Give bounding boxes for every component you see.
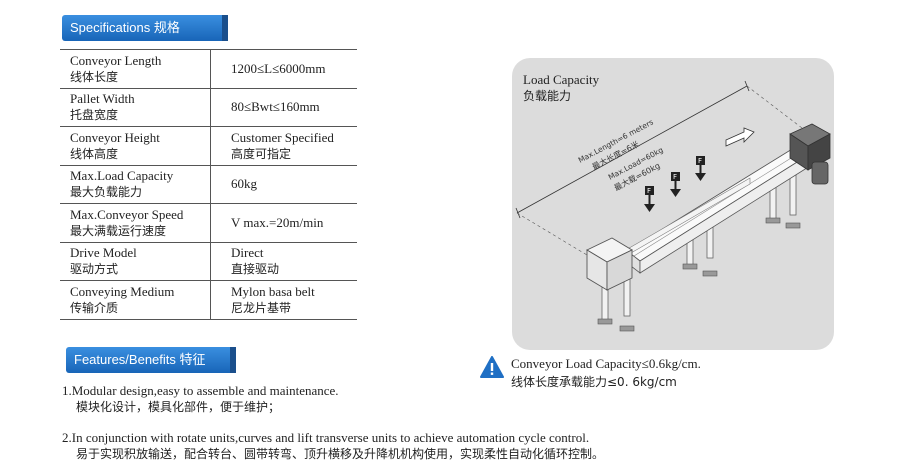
spec-label-en: Conveying Medium <box>70 283 175 299</box>
load-note-cn: 线体长度承载能力≤0. 6kg/cm <box>511 375 677 389</box>
diagram-title-en: Load Capacity <box>523 72 600 87</box>
force-arrow-icon: F <box>695 156 706 181</box>
spec-value-cn: 直接驱动 <box>231 262 280 277</box>
features-section-tag: Features/Benefits 特征 <box>66 347 236 373</box>
feature-item: 1.Modular design,easy to assemble and ma… <box>62 383 339 415</box>
spec-label-en: Max.Conveyor Speed <box>70 206 184 222</box>
load-note-en: Conveyor Load Capacity≤0.6kg/cm. <box>511 356 701 371</box>
feature-item: 2.In conjunction with rotate units,curve… <box>62 430 604 462</box>
force-arrow-icon: F <box>644 186 655 212</box>
spec-value-en: 80≤Bwt≤160mm <box>231 99 320 115</box>
spec-value-en: Direct <box>231 245 264 261</box>
feature-text-cn: 易于实现积放输送，配合转台、圆带转弯、顶升横移及升降机机构使用，实现柔性自动化循… <box>76 447 605 461</box>
spec-label-en: Conveyor Length <box>70 52 162 68</box>
spec-label-cn: 驱动方式 <box>70 262 119 277</box>
conveyor-illustration: Max.Length=6 meters 最大长度=6米 Max.Load=60k… <box>515 80 831 332</box>
feature-text-en: 1.Modular design,easy to assemble and ma… <box>62 383 339 398</box>
svg-text:F: F <box>647 187 651 195</box>
direction-arrow-icon <box>725 127 755 147</box>
spec-value-en: V max.=20m/min <box>231 214 324 230</box>
spec-label-en: Pallet Width <box>70 91 135 107</box>
spec-value-en: Mylon basa belt <box>231 283 315 299</box>
spec-label-cn: 线体长度 <box>70 69 119 84</box>
specifications-section-tag: Specifications 规格 <box>62 15 228 41</box>
spec-label-cn: 托盘宽度 <box>70 108 119 123</box>
feature-text-en: 2.In conjunction with rotate units,curve… <box>62 430 590 445</box>
spec-value-en: 60kg <box>231 176 257 192</box>
spec-label-en: Conveyor Height <box>70 129 160 145</box>
force-arrow-icon: F <box>670 172 681 197</box>
spec-label-cn: 最大满载运行速度 <box>70 223 167 238</box>
feature-text-cn: 模块化设计，模具化部件，便于维护； <box>76 400 281 414</box>
spec-value-en: Customer Specified <box>231 129 334 145</box>
load-capacity-diagram: Load Capacity 负载能力 Max.Length=6 meters 最… <box>512 58 834 350</box>
svg-text:F: F <box>673 173 677 181</box>
spec-label-en: Max.Load Capacity <box>70 168 174 184</box>
spec-value-cn: 高度可指定 <box>231 146 292 161</box>
spec-value-cn: 尼龙片基带 <box>231 300 292 315</box>
spec-label-cn: 传输介质 <box>70 300 119 315</box>
warning-triangle-icon <box>480 356 504 378</box>
spec-label-en: Drive Model <box>70 245 137 261</box>
svg-text:F: F <box>698 157 702 165</box>
length-dimension-line <box>516 85 748 214</box>
diagram-title-cn: 负载能力 <box>523 89 572 103</box>
spec-value-en: 1200≤L≤6000mm <box>231 60 326 76</box>
spec-label-cn: 最大负载能力 <box>70 185 143 200</box>
spec-label-cn: 线体高度 <box>70 146 119 161</box>
